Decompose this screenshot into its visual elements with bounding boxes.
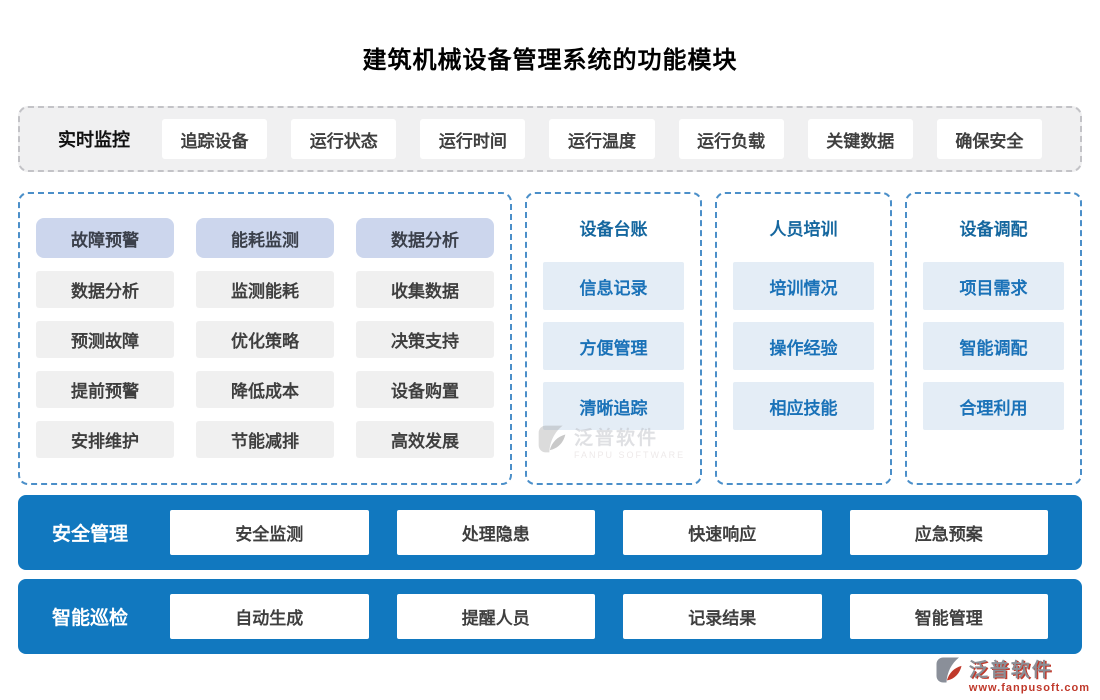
matrix-column-energy-monitoring: 能耗监测 监测能耗优化策略降低成本节能减排	[196, 218, 334, 459]
realtime-chip: 运行时间	[420, 119, 526, 159]
page-title: 建筑机械设备管理系统的功能模块	[362, 47, 738, 74]
bar-chip: 自动生成	[170, 594, 369, 639]
realtime-chip: 追踪设备	[162, 119, 268, 159]
realtime-label: 实时监控	[58, 130, 130, 150]
bar-chip: 智能管理	[849, 594, 1048, 639]
bar-label: 安全管理	[52, 524, 129, 545]
side-panel-item: 培训情况	[733, 262, 874, 310]
matrix-item: 节能减排	[196, 421, 334, 458]
matrix-item: 优化策略	[196, 321, 334, 358]
realtime-monitoring-panel: 实时监控 追踪设备运行状态运行时间运行温度运行负载关键数据确保安全	[18, 106, 1082, 172]
side-panel-header: 人员培训	[769, 220, 838, 239]
brand-logo: 泛普软件 www.fanpusoft.com	[934, 655, 1090, 694]
matrix-item: 预测故障	[36, 321, 174, 358]
side-panel-header: 设备台账	[579, 220, 648, 239]
matrix-item: 降低成本	[196, 371, 334, 408]
bar-chip: 安全监测	[170, 510, 369, 555]
panel-monitoring-matrix: 故障预警 数据分析预测故障提前预警安排维护 能耗监测 监测能耗优化策略降低成本节…	[18, 192, 512, 485]
matrix-column-data-analysis: 数据分析 收集数据决策支持设备购置高效发展	[356, 218, 494, 459]
realtime-chip: 确保安全	[936, 119, 1042, 159]
panel-personnel-training: 人员培训 培训情况操作经验相应技能	[715, 192, 892, 485]
matrix-column-header: 故障预警	[36, 218, 174, 258]
side-panel-item: 项目需求	[923, 262, 1064, 310]
realtime-chip: 关键数据	[807, 119, 913, 159]
realtime-chip: 运行状态	[291, 119, 397, 159]
side-panel-item: 信息记录	[543, 262, 684, 310]
side-panel-item: 操作经验	[733, 322, 874, 370]
side-panel-item: 方便管理	[543, 322, 684, 370]
bar-chip: 快速响应	[623, 510, 822, 555]
side-panel-item: 智能调配	[923, 322, 1064, 370]
realtime-chip: 运行负载	[678, 119, 784, 159]
side-panel-item: 合理利用	[923, 382, 1064, 430]
matrix-column-fault-warning: 故障预警 数据分析预测故障提前预警安排维护	[36, 218, 174, 459]
matrix-item: 设备购置	[356, 371, 494, 408]
matrix-item: 数据分析	[36, 271, 174, 308]
side-panel-header: 设备调配	[959, 220, 1028, 239]
fanpu-logo-icon	[936, 657, 962, 683]
safety-management-bar: 安全管理 安全监测处理隐患快速响应应急预案	[18, 495, 1082, 570]
matrix-item: 安排维护	[36, 421, 174, 458]
side-panel-item: 相应技能	[733, 382, 874, 430]
bar-label: 智能巡检	[52, 608, 129, 629]
matrix-item: 监测能耗	[196, 271, 334, 308]
realtime-items: 追踪设备运行状态运行时间运行温度运行负载关键数据确保安全	[162, 119, 1042, 159]
matrix-column-header: 数据分析	[356, 218, 494, 258]
brand-url: www.fanpusoft.com	[968, 682, 1090, 694]
matrix-item: 收集数据	[356, 271, 494, 308]
brand-name: 泛普软件	[968, 660, 1053, 681]
panel-equipment-dispatch: 设备调配 项目需求智能调配合理利用	[905, 192, 1082, 485]
side-panel-item: 清晰追踪	[543, 382, 684, 430]
matrix-item: 高效发展	[356, 421, 494, 458]
smart-inspection-bar: 智能巡检 自动生成提醒人员记录结果智能管理	[18, 579, 1082, 654]
module-panels-row: 故障预警 数据分析预测故障提前预警安排维护 能耗监测 监测能耗优化策略降低成本节…	[18, 192, 1082, 485]
bar-chip: 应急预案	[849, 510, 1048, 555]
matrix-item: 提前预警	[36, 371, 174, 408]
bar-chip: 处理隐患	[396, 510, 595, 555]
matrix-column-header: 能耗监测	[196, 218, 334, 258]
bar-chip: 记录结果	[623, 594, 822, 639]
matrix-item: 决策支持	[356, 321, 494, 358]
realtime-chip: 运行温度	[549, 119, 655, 159]
bar-chip: 提醒人员	[396, 594, 595, 639]
panel-equipment-ledger: 设备台账 信息记录方便管理清晰追踪	[525, 192, 702, 485]
